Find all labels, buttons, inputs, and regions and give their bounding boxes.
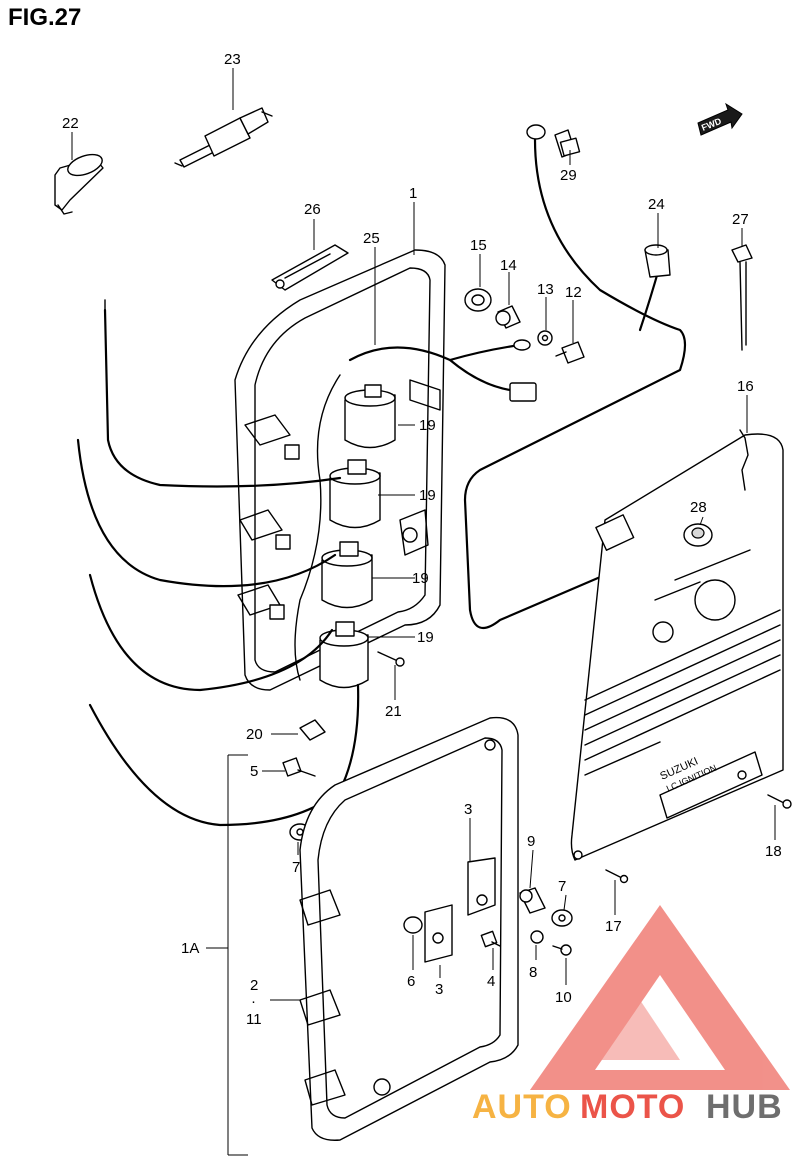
spark-plug-cap xyxy=(54,153,104,215)
callout-13: 13 xyxy=(537,281,554,298)
callout-21: 21 xyxy=(385,703,402,720)
callout-28: 28 xyxy=(690,499,707,516)
callout-17: 17 xyxy=(605,918,622,935)
callout-9: 9 xyxy=(527,833,535,850)
leader-lines xyxy=(71,68,776,1156)
cable-tie xyxy=(731,244,753,351)
callout-10: 10 xyxy=(555,989,572,1006)
callout-3-a: 3 xyxy=(464,801,472,818)
callout-11: 11 xyxy=(246,1011,262,1028)
callout-29: 29 xyxy=(560,167,577,184)
bolt-12 xyxy=(555,341,585,364)
callout-labels: 22 23 26 1 25 15 14 13 12 29 24 27 16 28… xyxy=(62,51,782,1028)
callout-15: 15 xyxy=(470,237,487,254)
callout-14: 14 xyxy=(500,257,517,274)
callout-20: 20 xyxy=(246,726,263,743)
callout-7-a: 7 xyxy=(292,859,300,876)
callout-2-dot: · xyxy=(251,993,256,1010)
callout-12: 12 xyxy=(565,284,582,301)
wiring-harness xyxy=(294,339,537,681)
ignition-coil-2 xyxy=(329,459,381,529)
callout-27: 27 xyxy=(732,211,749,228)
callout-23: 23 xyxy=(224,51,241,68)
watermark-moto: MOTO xyxy=(580,1088,685,1126)
callout-7-b: 7 xyxy=(558,878,566,895)
figure-title: FIG.27 xyxy=(8,4,82,31)
grommet-28 xyxy=(683,523,713,547)
callout-19-a: 19 xyxy=(419,417,436,434)
bolt-10 xyxy=(552,944,572,956)
screw-21 xyxy=(377,651,405,667)
ignition-coil-3 xyxy=(321,541,373,609)
watermark-auto: AUTO xyxy=(472,1088,572,1126)
callout-1A: 1A xyxy=(181,940,199,957)
callout-19-b: 19 xyxy=(419,487,436,504)
ignition-coil-4 xyxy=(319,621,369,689)
grommet-15 xyxy=(464,288,492,312)
callout-3-b: 3 xyxy=(435,981,443,998)
bolt-4 xyxy=(480,930,501,948)
nut-7b xyxy=(551,909,573,927)
nut-6 xyxy=(403,916,423,934)
grommet-20 xyxy=(299,719,326,741)
callout-16: 16 xyxy=(737,378,754,395)
screw-18 xyxy=(767,794,792,809)
collar-14 xyxy=(495,305,521,329)
ignition-coil-1 xyxy=(344,384,396,449)
high-tension-leads xyxy=(76,299,360,827)
callout-4: 4 xyxy=(487,973,495,990)
watermark-logo-triangle xyxy=(530,905,790,1090)
collar-9 xyxy=(519,887,546,914)
watermark-wordmark: AUTO MOTO HUB xyxy=(472,1088,783,1126)
callout-2: 2 xyxy=(250,977,258,994)
bolt-5 xyxy=(282,757,316,777)
bracket-3-lower xyxy=(424,904,453,963)
wire-bracket xyxy=(271,244,349,291)
ground-lead-cable xyxy=(463,124,687,630)
callout-24: 24 xyxy=(648,196,665,213)
callout-1: 1 xyxy=(409,185,417,202)
bolt-29 xyxy=(554,129,581,158)
callout-25: 25 xyxy=(363,230,380,247)
callout-8: 8 xyxy=(529,964,537,981)
forward-direction-arrow: FWD xyxy=(697,102,743,136)
washer-8 xyxy=(530,930,544,944)
washer-13 xyxy=(537,330,553,346)
callout-26: 26 xyxy=(304,201,321,218)
callout-19-c: 19 xyxy=(412,570,429,587)
callout-22: 22 xyxy=(62,115,79,132)
callout-5: 5 xyxy=(250,763,258,780)
spark-plug xyxy=(174,107,273,168)
watermark-hub: HUB xyxy=(706,1088,783,1126)
ignition-cover: SUZUKI I C IGNITION xyxy=(570,429,784,861)
callout-19-d: 19 xyxy=(417,629,434,646)
callout-6: 6 xyxy=(407,973,415,990)
callout-18: 18 xyxy=(765,843,782,860)
screw-17 xyxy=(605,869,629,884)
bracket-3-upper xyxy=(467,857,496,916)
